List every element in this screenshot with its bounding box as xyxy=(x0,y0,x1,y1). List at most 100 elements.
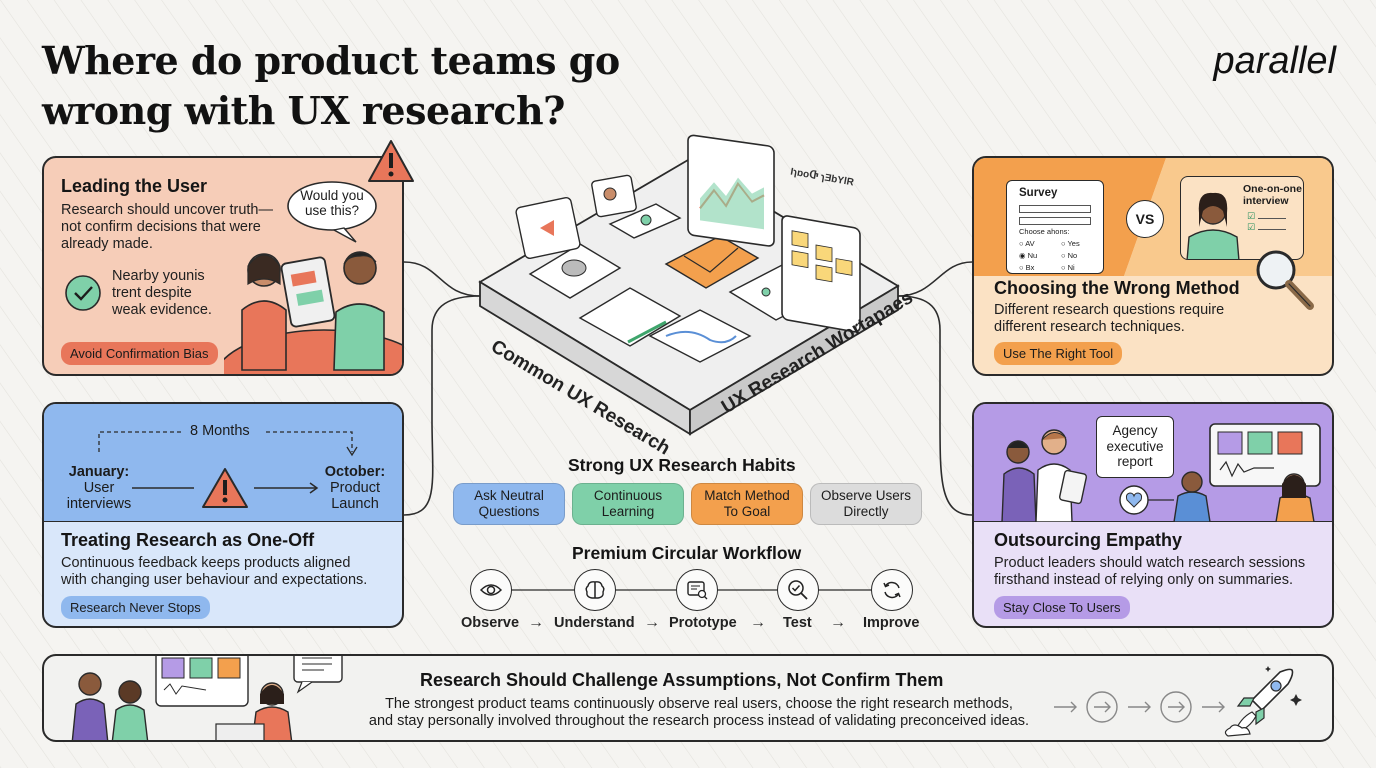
step-label-test: Test xyxy=(783,615,812,631)
step-observe xyxy=(470,569,512,611)
survey-form: Survey Choose ahons: ○ AV ◉ Nu ○ Bx ○ Ye… xyxy=(1006,180,1104,274)
title-line-1: Where do product teams go xyxy=(42,38,620,83)
option-label: Nu xyxy=(1027,251,1038,260)
desc-line: with changing user behaviour and expecta… xyxy=(61,572,368,588)
interviewee-avatar xyxy=(1186,192,1240,259)
avoid-confirmation-bias-tag: Avoid Confirmation Bias xyxy=(61,342,218,365)
footer-title: Research Should Challenge Assumptions, N… xyxy=(420,670,944,690)
card-description: Different research questions require dif… xyxy=(994,302,1224,336)
start-sub: User xyxy=(83,480,115,496)
footer-description: The strongest product teams continuously… xyxy=(354,696,1044,730)
user-testing-illustration xyxy=(224,181,402,374)
survey-field xyxy=(1019,205,1091,213)
step-label-understand: Understand xyxy=(554,615,635,631)
timeline-end: October: Product Launch xyxy=(314,464,396,512)
desc-line: not confirm decisions that were xyxy=(61,219,261,235)
step-arrow: → xyxy=(644,614,660,631)
habit-line: Questions xyxy=(478,504,540,519)
brain-icon xyxy=(585,581,605,599)
timeline-span-label: 8 Months xyxy=(190,423,250,439)
survey-options-a: ○ AV ◉ Nu ○ Bx xyxy=(1019,239,1038,272)
stay-close-to-users-tag: Stay Close To Users xyxy=(994,596,1130,619)
card-title: Outsourcing Empathy xyxy=(994,530,1183,550)
timeline-connector xyxy=(98,431,358,494)
magnifier-check-icon xyxy=(788,580,808,600)
prototype-screen-icon xyxy=(687,581,708,600)
vs-label: VS xyxy=(1135,211,1155,227)
eye-icon xyxy=(480,584,502,596)
step-arrow: → xyxy=(750,614,766,631)
start-label: January: xyxy=(68,464,130,480)
research-workspace-illustration xyxy=(478,134,900,436)
habit-line: Match Method xyxy=(704,488,790,503)
bubble-line: executive xyxy=(1106,438,1164,454)
agency-report-bubble: Agency executive report xyxy=(1096,416,1174,478)
habit-line: Continuous xyxy=(593,488,663,503)
page-title: Where do product teams go wrong with UX … xyxy=(42,36,642,136)
speech-bubble-text: Would you use this? xyxy=(296,188,368,218)
card-description: Continuous feedback keeps products align… xyxy=(61,555,367,589)
note-line: weak evidence. xyxy=(112,302,212,318)
interview-line: One-on-one xyxy=(1243,183,1302,195)
option-label: AV xyxy=(1025,239,1035,248)
step-test xyxy=(777,569,819,611)
bubble-line: Agency xyxy=(1112,423,1158,438)
habit-line: Observe Users xyxy=(820,488,912,503)
card-one-off-research: 8 Months January: User interviews Octobe… xyxy=(42,402,404,628)
survey-field xyxy=(1019,217,1091,225)
step-arrow: → xyxy=(830,614,846,631)
card-leading-user: Leading the User Research should uncover… xyxy=(42,156,404,376)
desc-line: firsthand instead of relying only on sum… xyxy=(994,572,1294,588)
note-line: Nearby younis xyxy=(112,268,205,284)
habits-heading: Strong UX Research Habits xyxy=(568,455,796,475)
outsourcing-illustration xyxy=(1001,423,1321,522)
card-wrong-method: Survey Choose ahons: ○ AV ◉ Nu ○ Bx ○ Ye… xyxy=(972,156,1334,376)
workflow-heading: Premium Circular Workflow xyxy=(572,543,802,563)
desc-line: Product leaders should watch research se… xyxy=(994,555,1306,571)
card-title: Leading the User xyxy=(61,176,208,196)
desc-line: different research techniques. xyxy=(994,319,1185,335)
refresh-icon xyxy=(883,581,901,599)
habit-line: To Goal xyxy=(723,504,771,519)
option-label: Yes xyxy=(1067,239,1080,248)
habit-line: Directly xyxy=(843,504,889,519)
interview-label: One-on-one interview xyxy=(1243,183,1302,207)
card-title: Choosing the Wrong Method xyxy=(994,278,1240,298)
option-label: Bx xyxy=(1025,263,1035,272)
end-label: October: xyxy=(324,464,386,480)
survey-question: Choose ahons: xyxy=(1019,227,1070,236)
research-never-stops-tag: Research Never Stops xyxy=(61,596,210,619)
progress-arrows xyxy=(1054,691,1225,723)
card-outsourcing-empathy: Agency executive report Outsourcing Empa… xyxy=(972,402,1334,628)
start-sub: interviews xyxy=(66,496,132,512)
desc-line: Different research questions require xyxy=(994,302,1225,318)
footer-banner: Research Should Challenge Assumptions, N… xyxy=(42,654,1334,742)
step-prototype xyxy=(676,569,718,611)
card-title: Treating Research as One-Off xyxy=(61,530,315,550)
option-label: No xyxy=(1067,251,1078,260)
footer-line: and stay personally involved throughout … xyxy=(368,713,1030,729)
use-the-right-tool-tag: Use The Right Tool xyxy=(994,342,1123,365)
checklist-icon: ☑ ☑ xyxy=(1247,211,1286,233)
interview-frame: One-on-one interview ☑ ☑ xyxy=(1180,176,1304,260)
desc-line: Research should uncover truth— xyxy=(61,202,273,218)
option-label: Ni xyxy=(1067,263,1075,272)
step-understand xyxy=(574,569,616,611)
note-line: trent despite xyxy=(112,285,192,301)
rocket-icon xyxy=(1224,666,1302,737)
check-circle-icon xyxy=(65,275,101,311)
timeline-start: January: User interviews xyxy=(58,464,140,512)
card-description: Research should uncover truth— not confi… xyxy=(61,202,291,253)
evidence-note: Nearby younis trent despite weak evidenc… xyxy=(112,268,212,319)
desc-line: already made. xyxy=(61,236,153,252)
step-label-prototype: Prototype xyxy=(669,615,737,631)
footer-line: The strongest product teams continuously… xyxy=(385,696,1013,712)
end-sub: Launch xyxy=(331,496,379,512)
brand-logo: parallel xyxy=(1213,40,1336,82)
card-description: Product leaders should watch research se… xyxy=(994,555,1305,589)
step-label-improve: Improve xyxy=(863,615,920,631)
habit-line: Ask Neutral xyxy=(474,488,544,503)
